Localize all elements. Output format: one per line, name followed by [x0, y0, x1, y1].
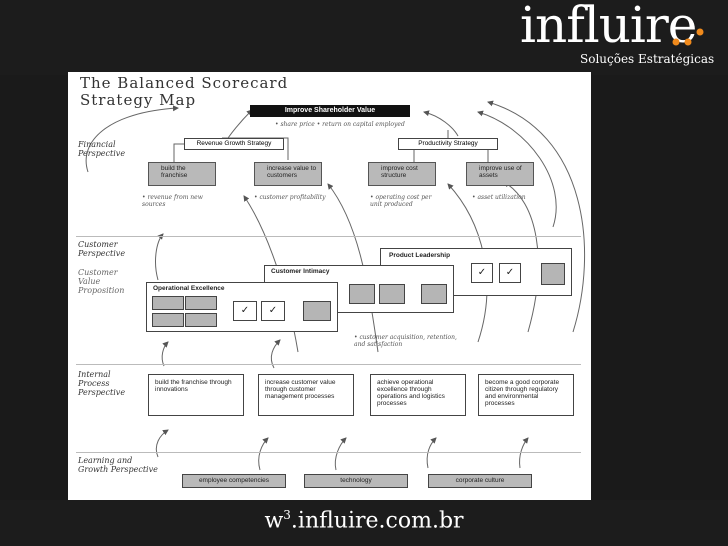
internal-box-customer-management: increase customer value through customer…	[258, 374, 354, 416]
operational-excellence-title: Operational Excellence	[153, 285, 225, 292]
fin-box-improve-cost: improve cost structure	[368, 162, 436, 186]
check-icon: ✓	[233, 301, 257, 321]
attribute-square	[185, 313, 217, 327]
learning-label-line2: Growth Perspective	[78, 465, 158, 474]
footer-url-sup: 3	[283, 508, 291, 522]
influire-logo: influire Soluções Estratégicas	[520, 0, 720, 72]
attribute-square	[541, 263, 565, 285]
attribute-square	[421, 284, 447, 304]
footer-bar: w3.influire.com.br	[0, 500, 728, 546]
top-goal-metrics: • share price • return on capital employ…	[275, 121, 405, 128]
internal-box-operations: achieve operational excellence through o…	[370, 374, 466, 416]
map-title-line1: The Balanced Scorecard	[80, 74, 289, 92]
map-title-line2: Strategy Map	[80, 91, 197, 109]
check-icon: ✓	[261, 301, 285, 321]
learning-label-line1: Learning and	[78, 456, 133, 465]
learning-box-employee-competencies: employee competencies	[182, 474, 286, 488]
check-icon: ✓	[471, 263, 493, 283]
learning-perspective-label: Learning and Growth Perspective	[78, 456, 178, 474]
financial-label-line1: Financial	[78, 140, 116, 149]
internal-label-line2: Process	[78, 379, 110, 388]
financial-perspective-label: Financial Perspective	[78, 140, 138, 158]
customer-label-line1: Customer	[78, 240, 118, 249]
top-goal-box: Improve Shareholder Value	[250, 105, 410, 117]
top-bar: influire Soluções Estratégicas	[0, 0, 728, 75]
attribute-square	[349, 284, 375, 304]
learning-box-corporate-culture: corporate culture	[428, 474, 532, 488]
attribute-square	[185, 296, 217, 310]
internal-label-line3: Perspective	[78, 388, 126, 397]
customer-note: • customer acquisition, retention, and s…	[354, 334, 457, 348]
attribute-square	[379, 284, 405, 304]
check-icon: ✓	[499, 263, 521, 283]
strategy-map-slide: The Balanced Scorecard Strategy Map Impr…	[68, 72, 591, 500]
revenue-growth-strategy: Revenue Growth Strategy	[184, 138, 284, 150]
fin-note-profitability: • customer profitability	[254, 194, 326, 201]
fin-box-improve-assets: improve use of assets	[466, 162, 534, 186]
attribute-square	[303, 301, 331, 321]
fin-note-revenue: • revenue from new sources	[142, 194, 203, 208]
customer-intimacy-title: Customer Intimacy	[271, 268, 330, 275]
internal-label-line1: Internal	[78, 370, 111, 379]
internal-box-innovations: build the franchise through innovations	[148, 374, 244, 416]
financial-label-line2: Perspective	[78, 149, 126, 158]
fin-note-asset-utilization: • asset utilization	[472, 194, 526, 201]
logo-dots-icon	[672, 28, 704, 46]
customer-perspective-label: Customer Perspective	[78, 240, 138, 258]
footer-url[interactable]: w3.influire.com.br	[0, 508, 728, 533]
fin-box-build-franchise: build the franchise	[148, 162, 216, 186]
logo-subtitle: Soluções Estratégicas	[580, 52, 715, 66]
divider-line	[76, 452, 581, 453]
attribute-square	[152, 313, 184, 327]
fin-note-operating-cost: • operating cost per unit produced	[370, 194, 432, 208]
operational-excellence-panel: Operational Excellence ✓ ✓	[146, 282, 338, 332]
logo-word: influire	[520, 0, 697, 54]
attribute-square	[152, 296, 184, 310]
learning-box-technology: technology	[304, 474, 408, 488]
fin-box-increase-value: increase value to customers	[254, 162, 322, 186]
divider-line	[76, 364, 581, 365]
customer-label-line2: Perspective	[78, 249, 126, 258]
productivity-strategy: Productivity Strategy	[398, 138, 498, 150]
internal-box-citizenship: become a good corporate citizen through …	[478, 374, 574, 416]
customer-value-proposition-label: Customer Value Proposition	[78, 268, 125, 295]
footer-url-rest: .influire.com.br	[290, 508, 464, 534]
product-leadership-title: Product Leadership	[389, 252, 451, 259]
internal-perspective-label: Internal Process Perspective	[78, 370, 138, 397]
divider-line	[76, 236, 581, 237]
footer-url-prefix: w	[264, 508, 284, 534]
